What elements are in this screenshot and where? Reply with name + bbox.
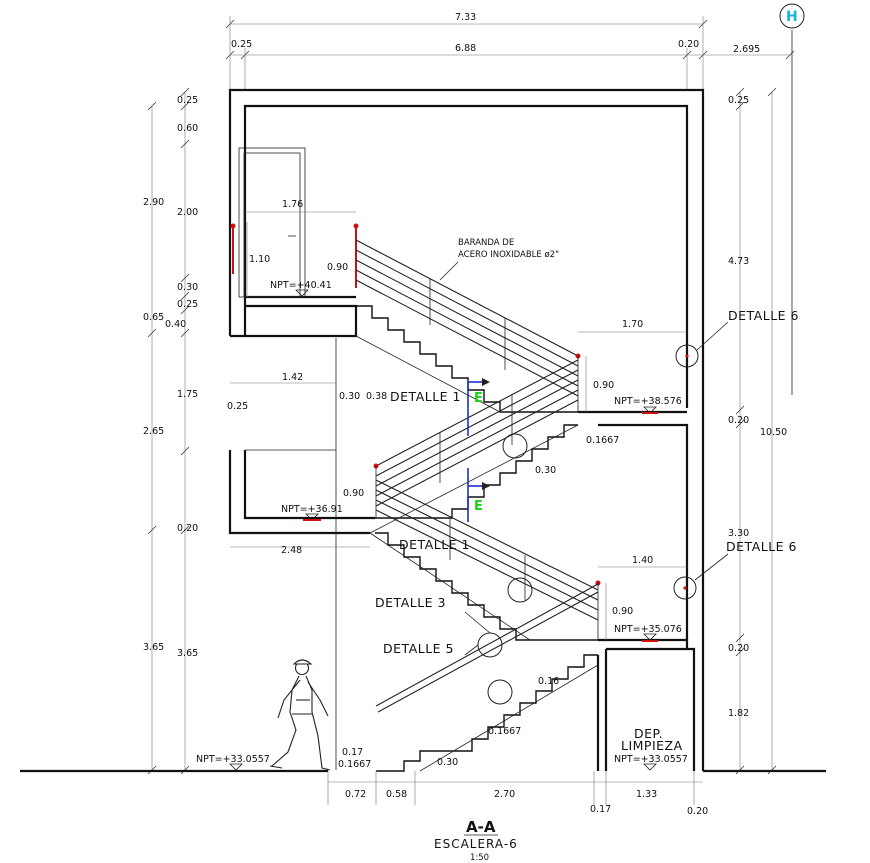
dim-bottom-133: 1.33 bbox=[636, 789, 657, 800]
level-npt-330557-left: NPT=+33.0557 bbox=[196, 754, 270, 765]
title-block: A-A ESCALERA-6 1:50 bbox=[434, 818, 518, 863]
dim-140: 1.40 bbox=[632, 555, 653, 566]
dim-left-265: 2.65 bbox=[143, 426, 164, 437]
room-label-dep: DEP. bbox=[634, 726, 663, 741]
dim-bottom-017: 0.17 bbox=[590, 804, 611, 815]
dim-left-290: 2.90 bbox=[143, 197, 164, 208]
dim-right-1050: 10.50 bbox=[760, 427, 787, 438]
building-structure bbox=[20, 88, 826, 773]
level-markers: NPT=+40.41 NPT=+38.576 NPT=+36.91 NPT=+3… bbox=[196, 280, 688, 771]
upper-flight-stair bbox=[355, 239, 581, 413]
dim-left-175: 1.75 bbox=[177, 389, 198, 400]
dim-bottom-058: 0.58 bbox=[386, 789, 407, 800]
dim-016: 0.16 bbox=[538, 676, 559, 687]
dim-left-365a: 3.65 bbox=[143, 642, 164, 653]
middle-flight-stair bbox=[369, 359, 579, 534]
detail-1-label-upper: DETALLE 1 bbox=[390, 389, 461, 404]
detail-callouts bbox=[464, 321, 729, 705]
dim-left-020: 0.20 bbox=[177, 523, 198, 534]
dim-248: 2.48 bbox=[281, 545, 302, 556]
dim-left-025: 0.25 bbox=[177, 95, 198, 106]
section-marks: E E bbox=[467, 378, 490, 522]
dim-030-inner: 0.30 bbox=[339, 391, 360, 402]
section-title: A-A bbox=[466, 818, 496, 836]
bottom-dimensions: 0.72 0.58 2.70 0.17 1.33 0.20 bbox=[327, 771, 708, 817]
bottom-flight-stair bbox=[375, 583, 599, 772]
annotation-labels: BARANDA DE ACERO INOXIDABLE ø2" DETALLE … bbox=[375, 238, 799, 753]
dim-right-473: 4.73 bbox=[728, 256, 749, 267]
section-mark-e-lower: E bbox=[474, 499, 483, 514]
dim-left-040: 0.40 bbox=[165, 319, 186, 330]
drawing-scale: 1:50 bbox=[470, 853, 489, 863]
dim-left-200: 2.00 bbox=[177, 207, 198, 218]
dim-total-width: 7.33 bbox=[455, 12, 476, 23]
detail-6-label-upper: DETALLE 6 bbox=[728, 308, 799, 323]
dim-wall-right: 0.20 bbox=[678, 39, 699, 50]
dim-right-025: 0.25 bbox=[728, 95, 749, 106]
detail-1-label-lower: DETALLE 1 bbox=[399, 537, 470, 552]
level-npt-4041: NPT=+40.41 bbox=[270, 280, 332, 291]
detail-3-label: DETALLE 3 bbox=[375, 595, 446, 610]
left-dimensions: 0.25 0.60 2.90 2.00 0.30 0.25 0.65 0.40 … bbox=[143, 87, 198, 775]
detail-6-label-lower: DETALLE 6 bbox=[726, 539, 797, 554]
railing-note-line1: BARANDA DE bbox=[458, 238, 514, 248]
dim-bottom-020: 0.20 bbox=[687, 806, 708, 817]
dim-01667-b: 0.1667 bbox=[488, 726, 521, 737]
dim-outside: 2.695 bbox=[733, 44, 760, 55]
inner-dimensions: 1.76 1.10 0.90 1.42 0.25 0.30 0.38 1.70 … bbox=[227, 199, 687, 770]
lower-flight-stair bbox=[369, 479, 601, 641]
top-dimensions: 7.33 0.25 6.88 0.20 2.695 bbox=[225, 12, 795, 90]
dim-left-365b: 3.65 bbox=[177, 648, 198, 659]
dim-interior-width: 6.88 bbox=[455, 43, 476, 54]
dim-025-inner: 0.25 bbox=[227, 401, 248, 412]
dim-030-mid: 0.30 bbox=[535, 465, 556, 476]
dim-090-bottom: 0.90 bbox=[612, 606, 633, 617]
dim-030-bottom: 0.30 bbox=[437, 757, 458, 768]
level-npt-38576: NPT=+38.576 bbox=[614, 396, 682, 407]
dim-090-top: 0.90 bbox=[327, 262, 348, 273]
dim-left-065: 0.65 bbox=[143, 312, 164, 323]
dim-170: 1.70 bbox=[622, 319, 643, 330]
drawing-name: ESCALERA-6 bbox=[434, 837, 518, 851]
dim-01667-c: 0.1667 bbox=[338, 759, 371, 770]
dim-01667-a: 0.1667 bbox=[586, 435, 619, 446]
dim-bottom-072: 0.72 bbox=[345, 789, 366, 800]
level-npt-330557-right: NPT=+33.0557 bbox=[614, 754, 688, 765]
dim-176: 1.76 bbox=[282, 199, 303, 210]
dim-090-lower: 0.90 bbox=[343, 488, 364, 499]
dim-left-030: 0.30 bbox=[177, 282, 198, 293]
dim-wall-left: 0.25 bbox=[231, 39, 252, 50]
dim-090-mid: 0.90 bbox=[593, 380, 614, 391]
right-dimensions: 0.25 4.73 0.20 10.50 3.30 0.20 1.82 bbox=[728, 87, 787, 775]
dim-right-182: 1.82 bbox=[728, 708, 749, 719]
dim-bottom-270: 2.70 bbox=[494, 789, 515, 800]
level-npt-35076: NPT=+35.076 bbox=[614, 624, 682, 635]
dim-110: 1.10 bbox=[249, 254, 270, 265]
dim-038: 0.38 bbox=[366, 391, 387, 402]
level-npt-3691: NPT=+36.91 bbox=[281, 504, 343, 515]
dim-right-020a: 0.20 bbox=[728, 415, 749, 426]
room-label-limpieza: LIMPIEZA bbox=[621, 738, 683, 753]
railing-note-line2: ACERO INOXIDABLE ø2" bbox=[458, 250, 559, 260]
section-mark-e-upper: E bbox=[474, 391, 483, 406]
dim-017-inner: 0.17 bbox=[342, 747, 363, 758]
dim-right-330: 3.30 bbox=[728, 528, 749, 539]
dim-left-060: 0.60 bbox=[177, 123, 198, 134]
grid-axis-h: H bbox=[779, 3, 805, 395]
dim-142: 1.42 bbox=[282, 372, 303, 383]
grid-axis-label: H bbox=[786, 9, 798, 25]
detail-5-label: DETALLE 5 bbox=[383, 641, 454, 656]
dim-right-020b: 0.20 bbox=[728, 643, 749, 654]
dim-left-025b: 0.25 bbox=[177, 299, 198, 310]
human-figure-icon bbox=[269, 659, 331, 771]
